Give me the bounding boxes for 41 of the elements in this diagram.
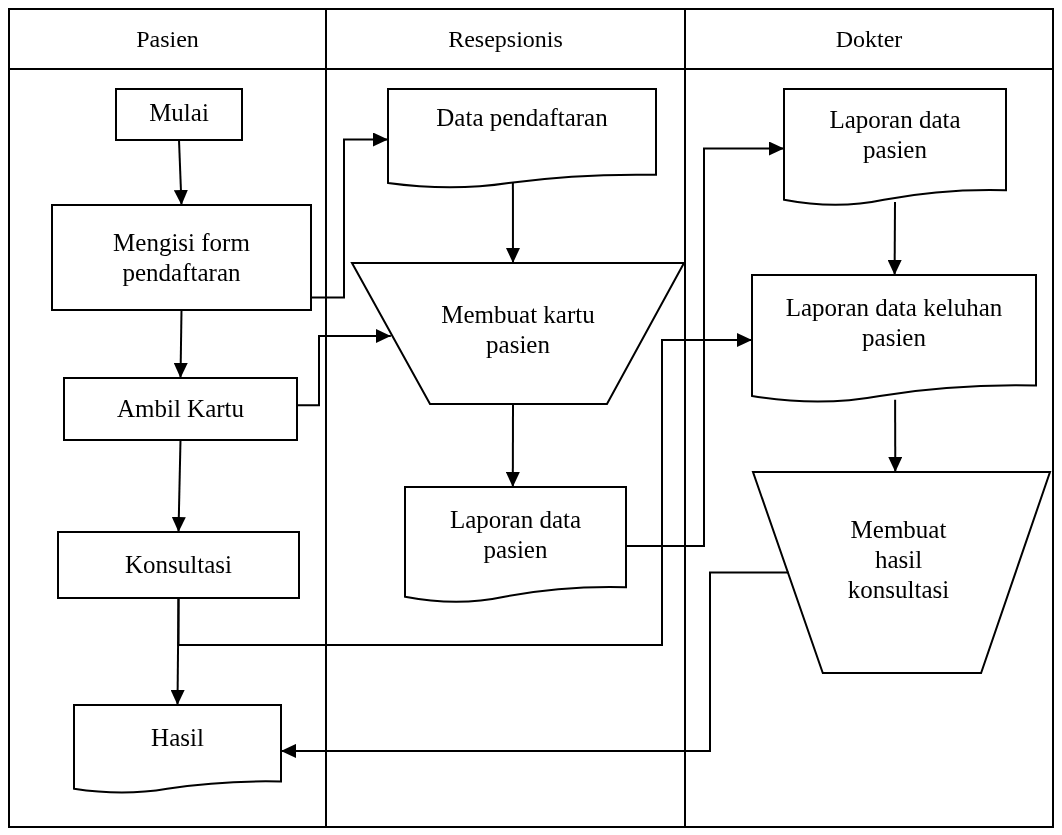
node-label: Data pendaftaran — [436, 102, 608, 133]
arrow — [625, 141, 785, 547]
document-shape — [405, 487, 626, 605]
document-shape — [752, 275, 1036, 405]
document-shape — [784, 89, 1006, 208]
process-box — [58, 532, 299, 598]
document-shape — [74, 705, 281, 795]
document-shape — [388, 89, 656, 190]
lane-header: Resepsionis — [448, 25, 563, 53]
lane-header: Dokter — [835, 25, 903, 53]
node-label: Ambil Kartu — [116, 394, 245, 424]
process-box — [64, 378, 297, 440]
node-label: Konsultasi — [125, 550, 232, 580]
arrow — [177, 333, 753, 646]
node-label: Hasil — [151, 723, 204, 753]
arrow — [505, 403, 520, 488]
lane-header: Pasien — [136, 25, 199, 53]
node-label: Mengisi form pendaftaran — [112, 227, 251, 288]
process-box — [116, 89, 242, 140]
arrow — [170, 597, 185, 706]
arrow — [173, 139, 188, 206]
arrow — [173, 309, 188, 379]
node-label: Laporan data keluhan pasien — [784, 293, 1004, 353]
node-label: Membuat kartu pasien — [440, 299, 596, 360]
node-label: Mulai — [149, 97, 209, 128]
swimlane — [684, 8, 1054, 828]
node-label: Laporan data pasien — [448, 505, 583, 565]
node-label: Membuat hasil konsultasi — [846, 514, 951, 605]
arrow — [506, 180, 520, 264]
arrow — [296, 329, 392, 407]
arrow — [887, 201, 902, 276]
manual-operation-shape — [352, 263, 684, 404]
arrow — [888, 398, 903, 473]
swimlane — [325, 8, 686, 828]
manual-operation-shape — [753, 472, 1050, 673]
node-label: Laporan data pasien — [828, 104, 962, 165]
arrow — [280, 571, 790, 758]
arrow — [310, 132, 389, 299]
arrow — [171, 439, 186, 533]
process-box — [52, 205, 311, 310]
swimlane — [8, 8, 327, 828]
